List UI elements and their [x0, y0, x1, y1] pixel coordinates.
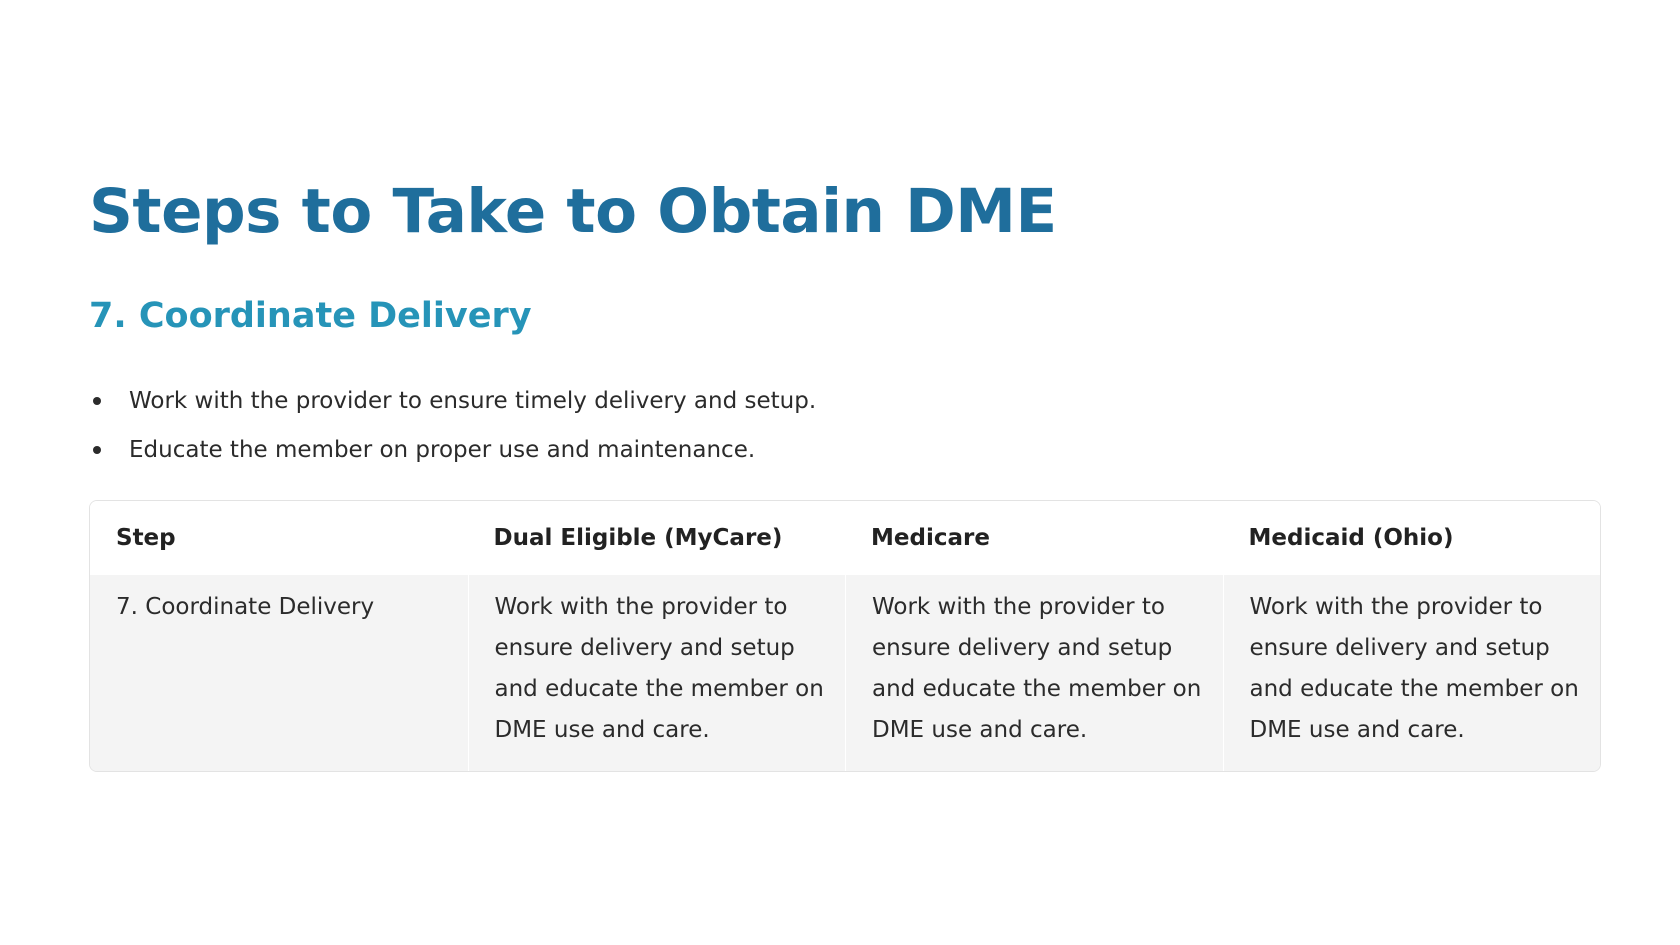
- header-step: Step: [116, 525, 176, 551]
- cell-medicare: Work with the provider to ensure deliver…: [845, 575, 1223, 771]
- header-medicare: Medicare: [871, 525, 990, 551]
- bullet-text: Educate the member on proper use and mai…: [129, 437, 756, 463]
- bullet-dot-icon: [93, 446, 101, 454]
- page-title: Steps to Take to Obtain DME: [89, 176, 1057, 247]
- cell-step: 7. Coordinate Delivery: [116, 594, 375, 620]
- cell-dual-eligible: Work with the provider to ensure deliver…: [467, 575, 846, 771]
- comparison-table: Step Dual Eligible (MyCare) Medicare Med…: [89, 500, 1601, 772]
- table-row: 7. Coordinate Delivery Work with the pro…: [90, 575, 1600, 771]
- slide: Steps to Take to Obtain DME 7. Coordinat…: [89, 0, 1601, 945]
- section-title: 7. Coordinate Delivery: [89, 296, 532, 336]
- bullet-text: Work with the provider to ensure timely …: [129, 388, 817, 414]
- header-medicaid: Medicaid (Ohio): [1248, 525, 1454, 551]
- cell-medicaid: Work with the provider to ensure deliver…: [1222, 575, 1601, 771]
- bullet-dot-icon: [93, 397, 101, 405]
- table-header-row: Step Dual Eligible (MyCare) Medicare Med…: [90, 501, 1600, 575]
- header-dual-eligible: Dual Eligible (MyCare): [493, 525, 783, 551]
